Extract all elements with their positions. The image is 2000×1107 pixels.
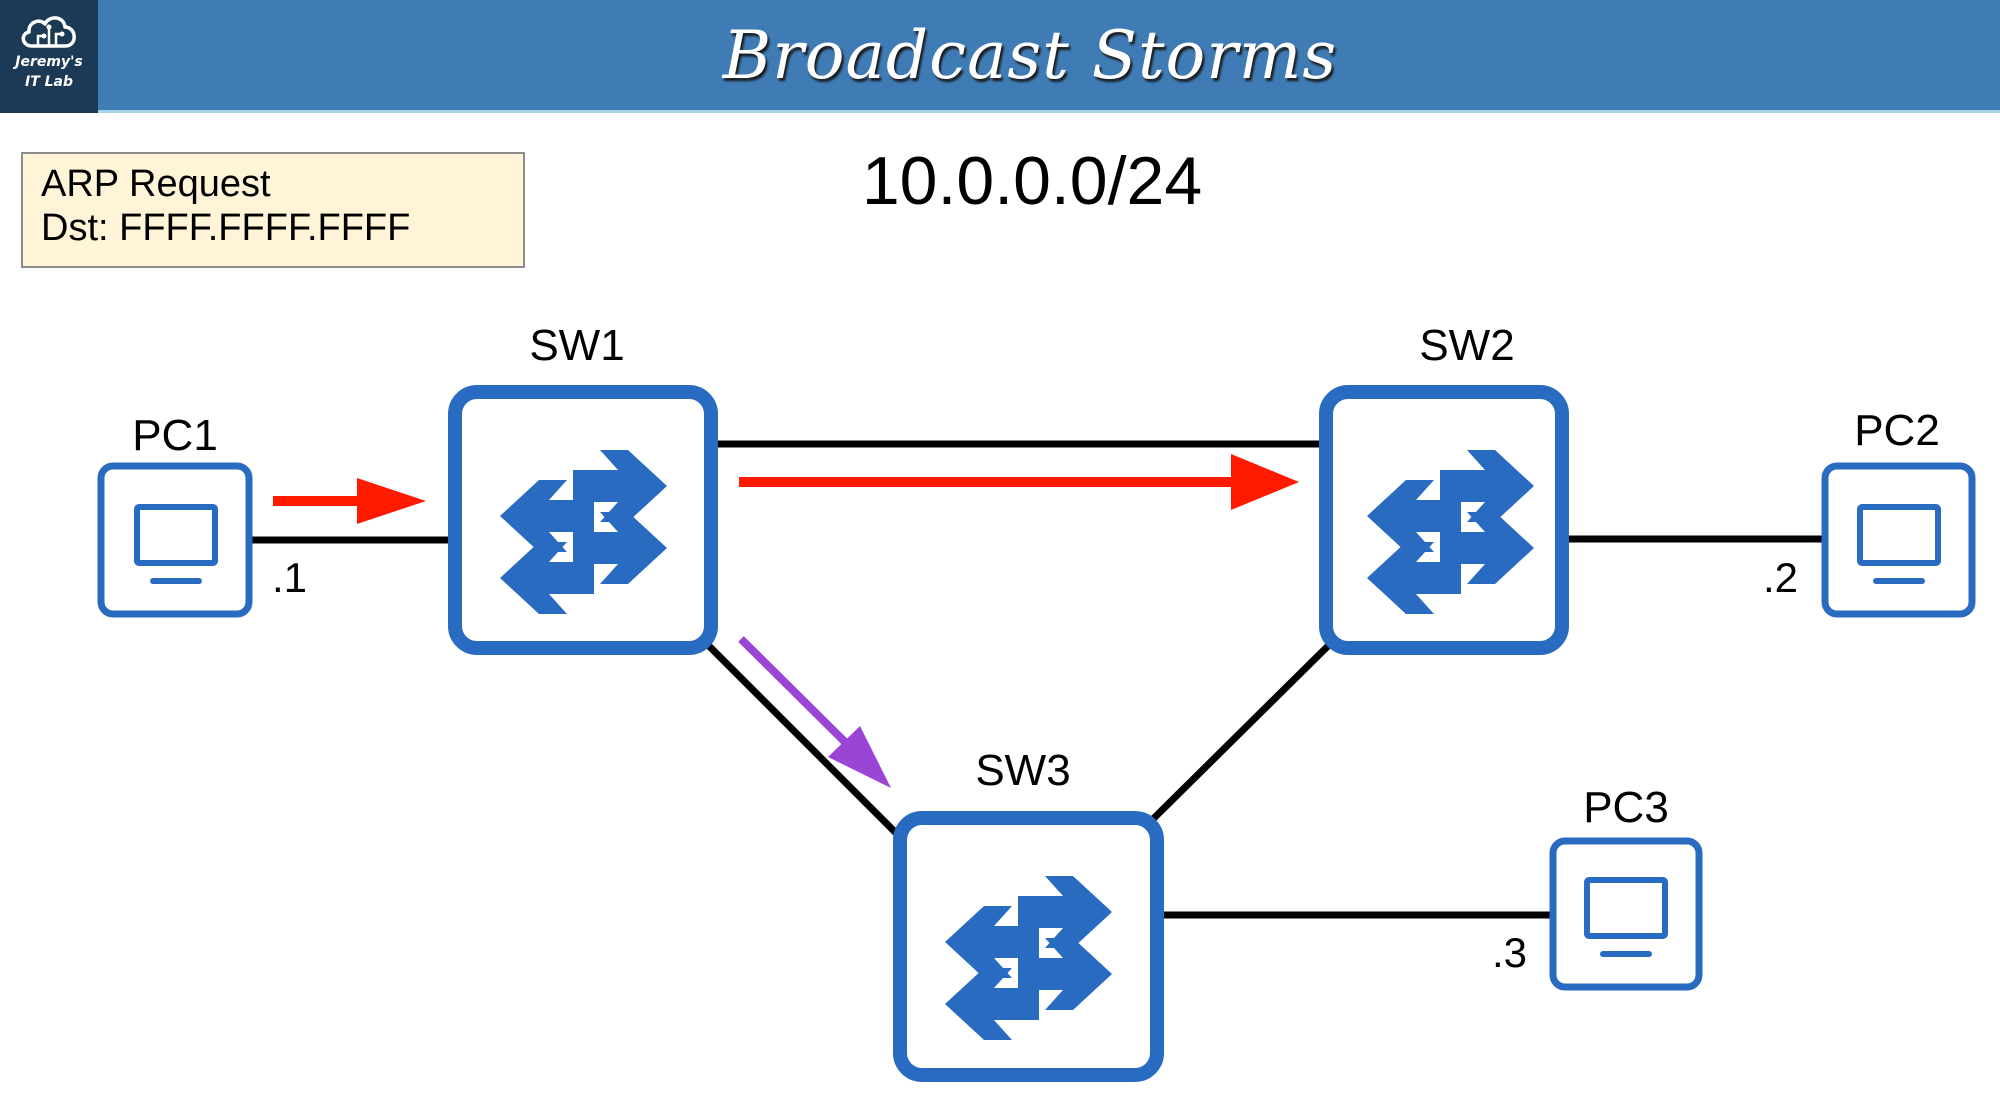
pc1-label: PC1 xyxy=(132,411,218,460)
sw2-device[interactable] xyxy=(1319,385,1569,655)
sw2-label: SW2 xyxy=(1419,321,1514,370)
link-sw1-sw3 xyxy=(705,642,900,837)
sw3-label: SW3 xyxy=(975,746,1070,795)
subnet-label: 10.0.0.0/24 xyxy=(861,143,1203,219)
cloud-circuit-icon xyxy=(21,16,76,48)
link-sw2-sw3 xyxy=(1149,643,1331,823)
pc2-label: PC2 xyxy=(1854,406,1940,455)
note-destination-mac: Dst: FFFF.FFFF.FFFF xyxy=(41,207,411,249)
pc2-ip-suffix: .2 xyxy=(1763,554,1798,601)
frame-arrow-sw1-sw3 xyxy=(738,636,891,788)
sw3-device[interactable] xyxy=(893,811,1164,1082)
sw1-device[interactable] xyxy=(448,385,718,655)
pc3-device[interactable] xyxy=(1549,837,1703,991)
pc1-ip-suffix: .1 xyxy=(272,554,307,601)
logo-text: Jeremy's IT Lab xyxy=(15,54,83,90)
page-title: Broadcast Storms xyxy=(722,16,1338,94)
note-frame-type: ARP Request xyxy=(41,163,271,205)
frame-arrow-sw1-sw2 xyxy=(739,454,1299,510)
pc3-ip-suffix: .3 xyxy=(1492,929,1527,976)
title-bar: Jeremy's IT Lab Broadcast Storms xyxy=(0,0,2000,113)
pc3-label: PC3 xyxy=(1583,783,1669,832)
logo: Jeremy's IT Lab xyxy=(0,0,98,113)
sw1-label: SW1 xyxy=(529,321,624,370)
pc1-device[interactable] xyxy=(97,462,253,618)
arp-request-note: ARP Request Dst: FFFF.FFFF.FFFF xyxy=(21,152,525,268)
pc2-device[interactable] xyxy=(1821,462,1976,618)
frame-arrow-pc1-sw1 xyxy=(273,478,426,524)
